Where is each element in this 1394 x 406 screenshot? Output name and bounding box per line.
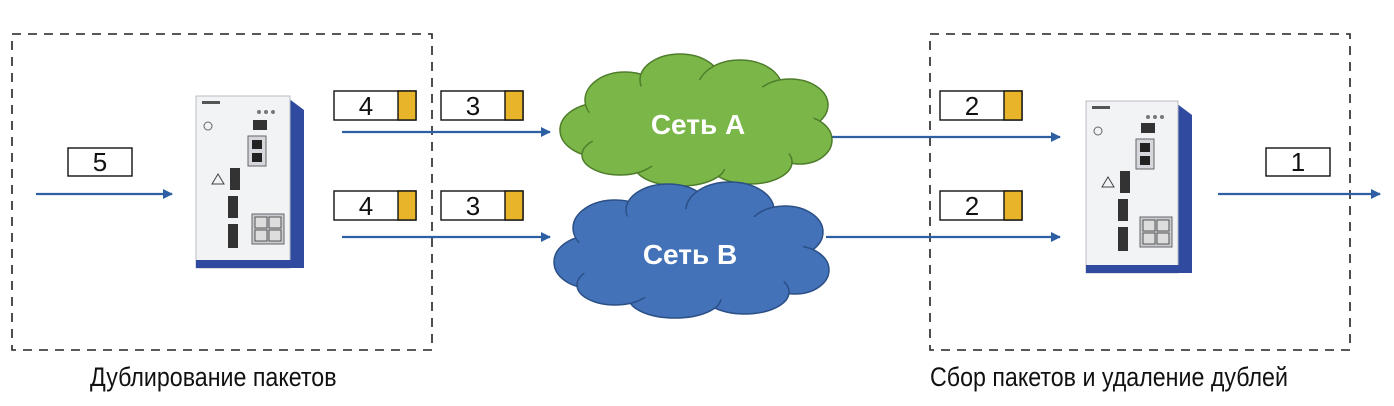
packet-left-bottom-1: 4 xyxy=(333,190,417,221)
network-a-cloud xyxy=(559,53,833,187)
duplication-zone xyxy=(11,33,433,351)
svg-text:2: 2 xyxy=(965,191,979,221)
packet-right-top: 2 xyxy=(939,90,1023,121)
packet-input: 5 xyxy=(67,147,133,177)
svg-text:4: 4 xyxy=(359,191,373,221)
network-b-cloud xyxy=(553,181,830,319)
packet-right-bottom: 2 xyxy=(939,190,1023,221)
svg-text:4: 4 xyxy=(359,91,373,121)
network-b-label: Сеть В xyxy=(643,239,737,270)
duplication-caption: Дублирование пакетов xyxy=(90,362,337,392)
packet-left-top-2: 3 xyxy=(440,90,524,121)
industrial-switch-icon xyxy=(195,95,304,269)
svg-text:5: 5 xyxy=(93,147,107,177)
packet-left-top-1: 4 xyxy=(333,90,417,121)
network-a-label: Сеть А xyxy=(651,109,745,140)
industrial-switch-icon xyxy=(1085,100,1192,274)
collection-caption: Сбор пакетов и удаление дублей xyxy=(930,362,1288,392)
svg-text:1: 1 xyxy=(1291,147,1305,177)
packet-output: 1 xyxy=(1265,147,1331,177)
collection-zone xyxy=(929,33,1351,351)
svg-text:2: 2 xyxy=(965,91,979,121)
svg-text:3: 3 xyxy=(466,191,480,221)
svg-text:3: 3 xyxy=(466,91,480,121)
packet-left-bottom-2: 3 xyxy=(440,190,524,221)
